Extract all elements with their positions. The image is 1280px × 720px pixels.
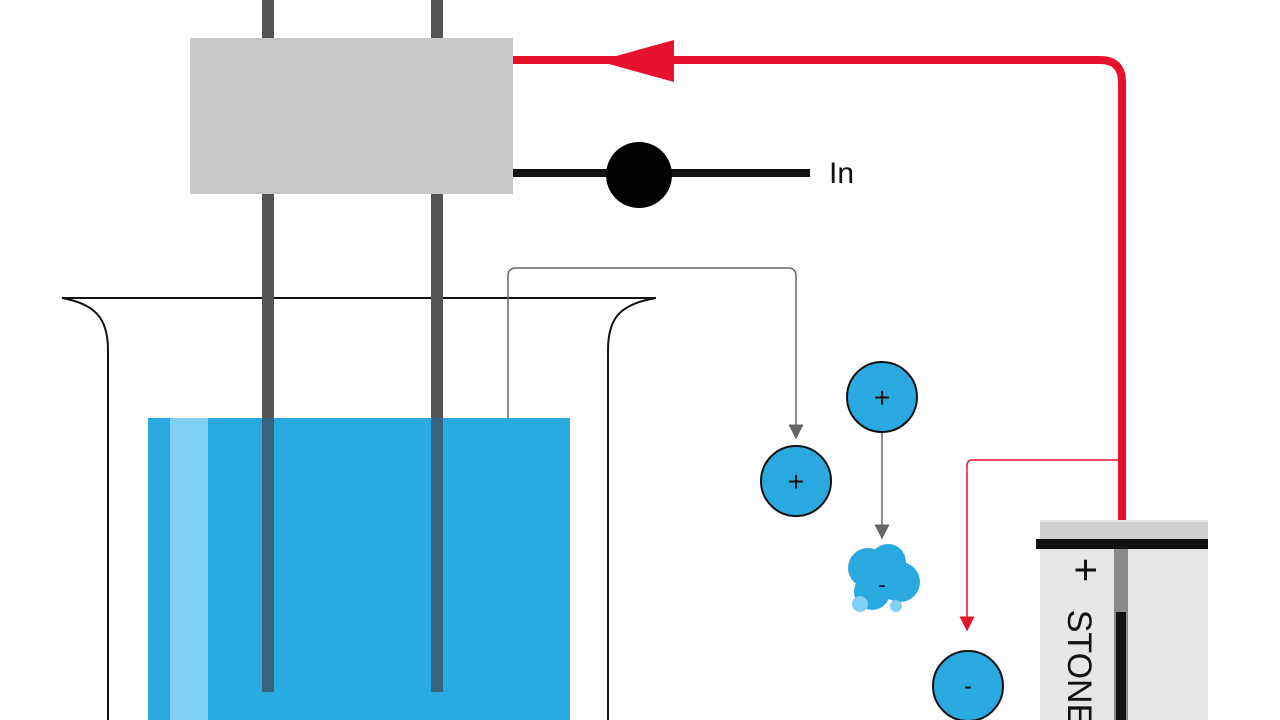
water-highlight: [170, 418, 208, 720]
beaker-water: [148, 418, 570, 720]
gray-loop-arrow: [507, 267, 804, 440]
red-wire-arrow: [598, 40, 674, 82]
thin-red-arrow: [959, 459, 1118, 632]
red-wire: [513, 56, 1126, 530]
ion-sign: -: [964, 673, 972, 700]
battery: + STONE: [1036, 520, 1208, 720]
input-label: In: [829, 157, 854, 190]
battery-plus: +: [1063, 558, 1110, 583]
input-switch-node: [606, 142, 672, 208]
battery-label: STONE: [1060, 610, 1098, 720]
negative-ion: -: [932, 650, 1004, 720]
control-box: [190, 38, 513, 194]
ion-sign: +: [788, 466, 804, 497]
right-electrode-submerged: [431, 418, 443, 692]
positive-ion-1: +: [760, 445, 832, 517]
left-electrode-submerged: [262, 418, 274, 692]
ion-sign: -: [878, 572, 885, 597]
positive-ion-2: +: [846, 361, 918, 433]
ion-sign: +: [874, 382, 890, 413]
negative-ion-cluster: -: [848, 544, 920, 612]
beaker-outline: [61, 297, 657, 720]
